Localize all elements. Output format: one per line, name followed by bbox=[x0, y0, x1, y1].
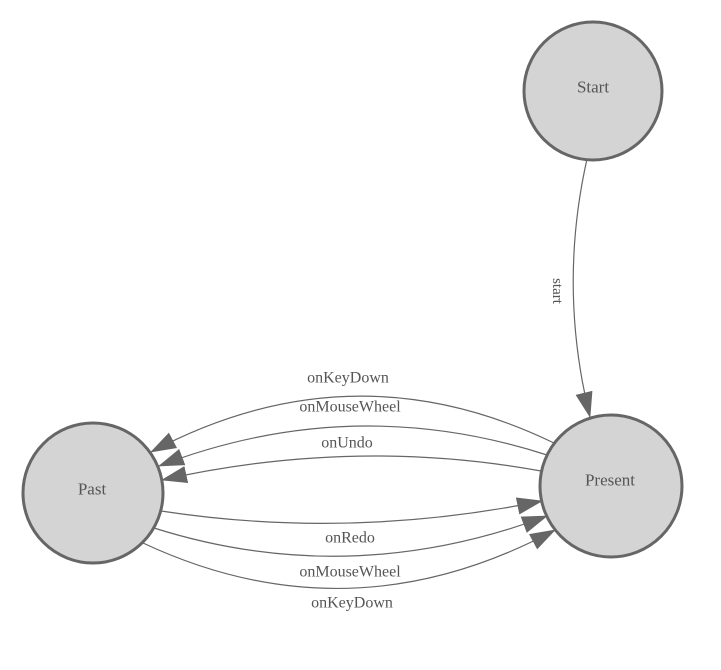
edge-present-to-past-onundo[interactable] bbox=[160, 455, 542, 484]
edge-present-to-past-onkeydown[interactable] bbox=[150, 395, 555, 453]
edge-label-onkeydown-top: onKeyDown bbox=[307, 370, 389, 387]
edge-past-to-present-onredo[interactable] bbox=[160, 497, 544, 524]
edge-label-onmousewheel-bottom: onMouseWheel bbox=[299, 564, 401, 581]
edge-past-to-present-onmousewheel[interactable] bbox=[153, 515, 549, 557]
edge-label-onkeydown-bottom: onKeyDown bbox=[311, 595, 393, 612]
edge-label-onmousewheel-top: onMouseWheel bbox=[299, 399, 401, 416]
edge-label-onundo: onUndo bbox=[321, 435, 373, 452]
edge-label-onredo: onRedo bbox=[325, 530, 375, 547]
state-node-start[interactable] bbox=[522, 20, 664, 162]
state-node-past[interactable] bbox=[21, 421, 165, 565]
edge-label-start: start bbox=[549, 278, 565, 305]
edge-past-to-present-onkeydown[interactable] bbox=[142, 529, 556, 590]
edge-present-to-past-onmousewheel[interactable] bbox=[157, 425, 548, 467]
state-node-present[interactable] bbox=[538, 413, 684, 559]
edge-start-to-present[interactable] bbox=[572, 158, 593, 419]
